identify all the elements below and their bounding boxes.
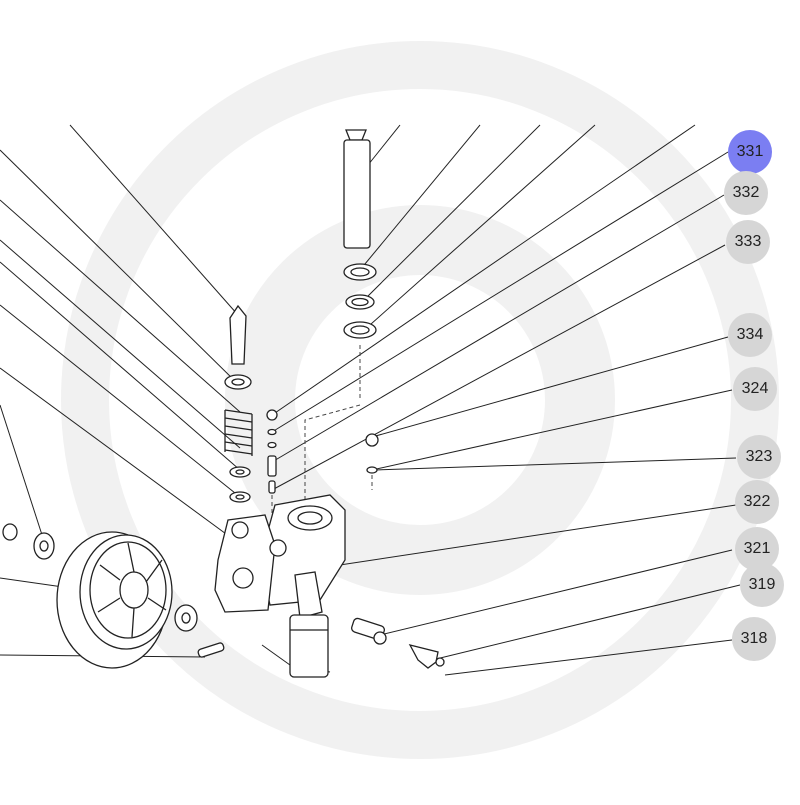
parts xyxy=(2,129,445,678)
seal-rings xyxy=(343,263,377,339)
pump-housing xyxy=(214,494,346,678)
callout-332[interactable]: 332 xyxy=(724,171,768,215)
callout-318[interactable]: 318 xyxy=(732,617,776,661)
piston-rod xyxy=(343,129,371,249)
small-valve-parts xyxy=(266,409,379,494)
callout-333[interactable]: 333 xyxy=(726,220,770,264)
callout-331[interactable]: 331 xyxy=(728,130,772,174)
release-valve-screw xyxy=(351,617,387,645)
washers xyxy=(229,466,251,503)
callout-323[interactable]: 323 xyxy=(737,435,781,479)
wheel xyxy=(56,531,173,669)
assembly-axes xyxy=(271,345,373,520)
spring xyxy=(224,409,253,456)
wheel-bearings xyxy=(2,523,198,632)
axle-pin xyxy=(197,642,225,658)
callout-319[interactable]: 319 xyxy=(740,563,784,607)
leader-lines xyxy=(0,124,741,676)
callout-324[interactable]: 324 xyxy=(733,367,777,411)
callout-334[interactable]: 334 xyxy=(728,313,772,357)
lever-link xyxy=(408,644,445,669)
pump-plunger xyxy=(224,304,252,390)
watermark-logo xyxy=(61,41,779,759)
callout-322[interactable]: 322 xyxy=(735,480,779,524)
